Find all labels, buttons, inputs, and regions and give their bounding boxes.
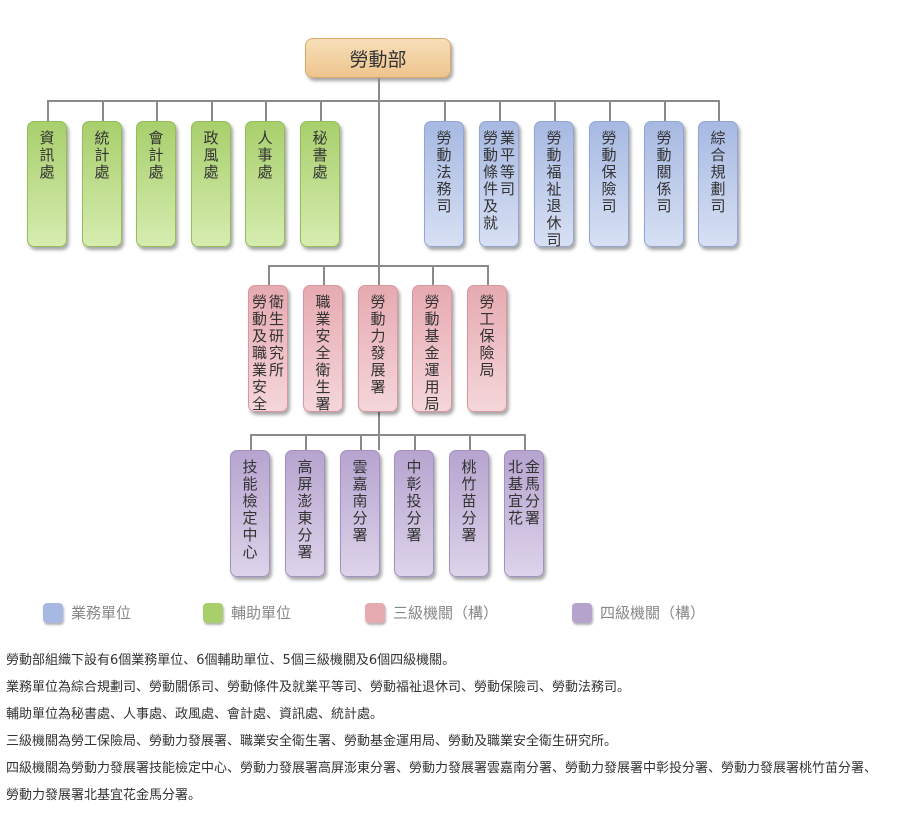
connector-line xyxy=(211,100,213,121)
connector-line xyxy=(250,434,525,436)
legend-label: 業務單位 xyxy=(71,604,132,622)
unit-label: 勞工保險局 xyxy=(479,293,495,379)
purple-unit-box[interactable]: 高屏澎東分署 xyxy=(285,450,325,577)
description-paragraph: 業務單位為綜合規劃司、勞動關係司、勞動條件及就業平等司、勞動福祉退休司、勞動保險… xyxy=(6,680,631,695)
connector-line xyxy=(320,100,322,121)
unit-label: 統計處 xyxy=(94,129,110,181)
connector-line xyxy=(265,100,267,121)
unit-label: 勞動及職業安全 xyxy=(251,293,267,413)
connector-line xyxy=(499,100,501,121)
legend-swatch xyxy=(43,602,63,623)
unit-label: 職業安全衛生署 xyxy=(315,293,331,413)
unit-label: 雲嘉南分署 xyxy=(352,458,368,544)
connector-line xyxy=(718,100,720,121)
legend-label: 四級機關（構） xyxy=(600,604,706,622)
connector-line xyxy=(323,265,325,285)
unit-label: 資訊處 xyxy=(39,129,55,181)
connector-line xyxy=(524,434,526,450)
ministry-box[interactable]: 勞動部 xyxy=(305,38,451,78)
unit-label: 勞動力發展署 xyxy=(370,293,386,396)
connector-line xyxy=(378,265,380,285)
ministry-label: 勞動部 xyxy=(349,48,407,71)
unit-label: 中彰投分署 xyxy=(406,458,422,544)
unit-label: 政風處 xyxy=(203,129,219,181)
unit-label: 業平等司 xyxy=(499,129,515,198)
unit-label: 金馬分署 xyxy=(524,458,540,527)
legend-item: 四級機關（構） xyxy=(572,602,705,623)
blue-unit-box[interactable]: 勞動法務司 xyxy=(424,121,464,247)
unit-label: 人事處 xyxy=(257,129,273,181)
legend-item: 三級機關（構） xyxy=(365,602,498,623)
legend-swatch xyxy=(365,602,385,623)
connector-line xyxy=(47,100,49,121)
connector-line xyxy=(554,100,556,121)
unit-label: 高屏澎東分署 xyxy=(297,458,313,561)
legend-item: 輔助單位 xyxy=(203,602,291,623)
description-paragraph: 三級機關為勞工保險局、勞動力發展署、職業安全衛生署、勞動基金運用局、勞動及職業安… xyxy=(6,734,618,749)
legend-item: 業務單位 xyxy=(43,602,131,623)
unit-label: 勞動保險司 xyxy=(601,129,617,215)
blue-unit-box[interactable]: 勞動條件及就業平等司 xyxy=(479,121,519,247)
green-unit-box[interactable]: 人事處 xyxy=(245,121,285,247)
connector-line xyxy=(609,100,611,121)
legend-swatch xyxy=(203,602,223,623)
green-unit-box[interactable]: 資訊處 xyxy=(27,121,67,247)
connector-line xyxy=(102,100,104,121)
unit-label: 桃竹苗分署 xyxy=(461,458,477,544)
connector-line xyxy=(305,434,307,450)
connector-line xyxy=(432,265,434,285)
unit-label: 會計處 xyxy=(148,129,164,181)
legend-swatch xyxy=(572,602,592,623)
connector-line xyxy=(664,100,666,121)
legend-label: 三級機關（構） xyxy=(393,604,499,622)
connector-line xyxy=(487,265,489,285)
green-unit-box[interactable]: 政風處 xyxy=(191,121,231,247)
green-unit-box[interactable]: 秘書處 xyxy=(300,121,340,247)
purple-unit-box[interactable]: 北基宜花金馬分署 xyxy=(504,450,544,577)
unit-label: 勞動關係司 xyxy=(656,129,672,215)
connector-line xyxy=(156,100,158,121)
red-unit-box[interactable]: 勞工保險局 xyxy=(467,285,507,412)
connector-line xyxy=(360,434,362,450)
unit-label: 勞動條件及就 xyxy=(482,129,498,232)
purple-unit-box[interactable]: 雲嘉南分署 xyxy=(340,450,380,577)
connector-line xyxy=(414,434,416,450)
unit-label: 秘書處 xyxy=(312,129,328,181)
blue-unit-box[interactable]: 勞動福祉退休司 xyxy=(534,121,574,249)
connector-line xyxy=(378,78,380,450)
red-unit-box[interactable]: 勞動基金運用局 xyxy=(412,285,452,413)
description-paragraph: 勞動部組織下設有6個業務單位、6個輔助單位、5個三級機關及6個四級機關。 xyxy=(6,653,456,668)
unit-label: 衛生研究所 xyxy=(268,293,284,379)
description-paragraph: 輔助單位為秘書處、人事處、政風處、會計處、資訊處、統計處。 xyxy=(6,707,384,722)
green-unit-box[interactable]: 會計處 xyxy=(136,121,176,247)
blue-unit-box[interactable]: 勞動保險司 xyxy=(589,121,629,247)
connector-line xyxy=(444,100,446,121)
unit-label: 綜合規劃司 xyxy=(710,129,726,215)
unit-label: 技能檢定中心 xyxy=(242,458,258,561)
description-paragraph: 四級機關為勞動力發展署技能檢定中心、勞動力發展署高屏澎東分署、勞動力發展署雲嘉南… xyxy=(6,761,878,803)
connector-line xyxy=(268,265,270,285)
connector-line xyxy=(250,434,252,450)
unit-label: 勞動法務司 xyxy=(436,129,452,215)
red-unit-box[interactable]: 職業安全衛生署 xyxy=(303,285,343,413)
purple-unit-box[interactable]: 技能檢定中心 xyxy=(230,450,270,577)
purple-unit-box[interactable]: 桃竹苗分署 xyxy=(449,450,489,577)
legend-label: 輔助單位 xyxy=(231,604,292,622)
unit-label: 勞動基金運用局 xyxy=(424,293,440,413)
red-unit-box[interactable]: 勞動力發展署 xyxy=(358,285,398,412)
unit-label: 北基宜花 xyxy=(507,458,523,527)
unit-label: 勞動福祉退休司 xyxy=(546,129,562,249)
green-unit-box[interactable]: 統計處 xyxy=(82,121,122,247)
blue-unit-box[interactable]: 勞動關係司 xyxy=(644,121,684,247)
purple-unit-box[interactable]: 中彰投分署 xyxy=(394,450,434,577)
connector-line xyxy=(469,434,471,450)
blue-unit-box[interactable]: 綜合規劃司 xyxy=(698,121,738,247)
connector-line xyxy=(47,100,719,102)
red-unit-box[interactable]: 勞動及職業安全衛生研究所 xyxy=(248,285,288,413)
